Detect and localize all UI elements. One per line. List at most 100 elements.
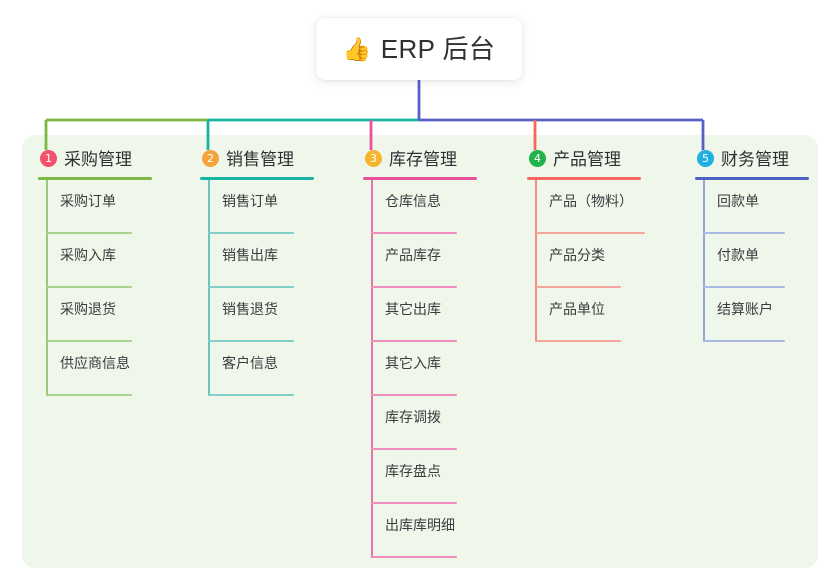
leaf-item-label: 库存盘点 bbox=[385, 463, 441, 479]
leaf-item[interactable]: 客户信息 bbox=[200, 342, 350, 396]
column-title: 采购管理 bbox=[64, 149, 132, 169]
leaf-item[interactable]: 其它入库 bbox=[363, 342, 513, 396]
leaf-item-rule bbox=[535, 340, 621, 342]
leaf-item-label: 产品（物料） bbox=[549, 193, 633, 209]
column-stem bbox=[46, 180, 48, 396]
leaf-item-rule bbox=[371, 448, 457, 450]
leaf-item-label: 付款单 bbox=[717, 247, 759, 263]
leaf-item-rule bbox=[371, 394, 457, 396]
leaf-item-label: 库存调拨 bbox=[385, 409, 441, 425]
leaf-item-label: 仓库信息 bbox=[385, 193, 441, 209]
leaf-item[interactable]: 其它出库 bbox=[363, 288, 513, 342]
leaf-item-rule bbox=[371, 556, 457, 558]
column-4: 4 产品管理产品（物料） 产品分类产品单位 bbox=[527, 146, 645, 342]
leaf-item[interactable]: 库存盘点 bbox=[363, 450, 513, 504]
column-header-4[interactable]: 4 产品管理 bbox=[527, 146, 641, 170]
leaf-item[interactable]: 产品库存 bbox=[363, 234, 513, 288]
column-3: 3 库存管理仓库信息产品库存其它出库其它入库库存调拨库存盘点出库库明细 bbox=[363, 146, 477, 558]
leaf-item[interactable]: 销售出库 bbox=[200, 234, 350, 288]
column-stem bbox=[371, 180, 373, 558]
thumbs-up-icon: 👍 bbox=[342, 35, 372, 62]
leaf-item[interactable]: 仓库信息 bbox=[363, 180, 513, 234]
leaf-item[interactable]: 采购入库 bbox=[38, 234, 188, 288]
content-panel bbox=[22, 135, 818, 568]
leaf-item-label: 采购退货 bbox=[60, 301, 116, 317]
leaf-item-rule bbox=[371, 502, 457, 504]
leaf-item[interactable]: 销售退货 bbox=[200, 288, 350, 342]
leaf-item-label: 产品分类 bbox=[549, 247, 605, 263]
leaf-item-rule bbox=[46, 232, 132, 234]
leaf-item[interactable]: 供应商信息 bbox=[38, 342, 188, 396]
column-title: 产品管理 bbox=[553, 149, 621, 169]
leaf-item-label: 销售出库 bbox=[222, 247, 278, 263]
leaf-item-label: 出库库明细 bbox=[385, 517, 455, 533]
column-items: 采购订单采购入库采购退货供应商信息 bbox=[38, 180, 152, 396]
column-items: 仓库信息产品库存其它出库其它入库库存调拨库存盘点出库库明细 bbox=[363, 180, 477, 558]
column-header-1[interactable]: 1 采购管理 bbox=[38, 146, 152, 170]
leaf-item-label: 供应商信息 bbox=[60, 355, 130, 371]
leaf-item-label: 销售订单 bbox=[222, 193, 278, 209]
leaf-item[interactable]: 采购订单 bbox=[38, 180, 188, 234]
leaf-item-label: 产品单位 bbox=[549, 301, 605, 317]
leaf-item-rule bbox=[535, 232, 645, 234]
leaf-item-rule bbox=[208, 232, 294, 234]
column-stem bbox=[535, 180, 537, 342]
column-number-badge: 2 bbox=[202, 149, 219, 167]
leaf-item-label: 采购订单 bbox=[60, 193, 116, 209]
leaf-item-rule bbox=[208, 394, 294, 396]
column-1: 1 采购管理采购订单采购入库采购退货供应商信息 bbox=[38, 146, 152, 396]
leaf-item[interactable]: 销售订单 bbox=[200, 180, 350, 234]
leaf-item-label: 其它出库 bbox=[385, 301, 441, 317]
leaf-item-label: 销售退货 bbox=[222, 301, 278, 317]
column-title: 销售管理 bbox=[226, 149, 294, 169]
leaf-item[interactable]: 付款单 bbox=[695, 234, 839, 288]
leaf-item[interactable]: 产品分类 bbox=[527, 234, 677, 288]
column-header-rule bbox=[363, 177, 477, 180]
root-node[interactable]: 👍 ERP 后台 bbox=[316, 18, 522, 80]
leaf-item-label: 客户信息 bbox=[222, 355, 278, 371]
leaf-item-rule bbox=[46, 286, 132, 288]
column-header-rule bbox=[38, 177, 152, 180]
column-items: 产品（物料） 产品分类产品单位 bbox=[527, 180, 645, 342]
leaf-item-label: 回款单 bbox=[717, 193, 759, 209]
column-2: 2 销售管理销售订单销售出库销售退货客户信息 bbox=[200, 146, 314, 396]
leaf-item-rule bbox=[208, 340, 294, 342]
column-number-badge: 1 bbox=[40, 149, 57, 167]
column-number-badge: 4 bbox=[529, 149, 546, 167]
column-header-3[interactable]: 3 库存管理 bbox=[363, 146, 477, 170]
leaf-item[interactable]: 回款单 bbox=[695, 180, 839, 234]
column-header-rule bbox=[695, 177, 809, 180]
leaf-item-label: 结算账户 bbox=[717, 301, 773, 317]
column-items: 回款单付款单结算账户 bbox=[695, 180, 809, 342]
column-items: 销售订单销售出库销售退货客户信息 bbox=[200, 180, 314, 396]
leaf-item-label: 采购入库 bbox=[60, 247, 116, 263]
leaf-item-rule bbox=[703, 286, 785, 288]
leaf-item-label: 其它入库 bbox=[385, 355, 441, 371]
leaf-item-rule bbox=[46, 340, 132, 342]
root-title: 👍 ERP 后台 bbox=[343, 36, 496, 62]
leaf-item[interactable]: 结算账户 bbox=[695, 288, 839, 342]
leaf-item-rule bbox=[208, 286, 294, 288]
leaf-item-rule bbox=[703, 340, 785, 342]
leaf-item-label: 产品库存 bbox=[385, 247, 441, 263]
leaf-item[interactable]: 产品（物料） bbox=[527, 180, 677, 234]
leaf-item-rule bbox=[46, 394, 132, 396]
leaf-item-rule bbox=[535, 286, 621, 288]
leaf-item-rule bbox=[703, 232, 785, 234]
leaf-item[interactable]: 出库库明细 bbox=[363, 504, 513, 558]
column-stem bbox=[703, 180, 705, 342]
leaf-item[interactable]: 采购退货 bbox=[38, 288, 188, 342]
column-number-badge: 5 bbox=[697, 149, 714, 167]
leaf-item[interactable]: 产品单位 bbox=[527, 288, 677, 342]
column-header-rule bbox=[200, 177, 314, 180]
leaf-item[interactable]: 库存调拨 bbox=[363, 396, 513, 450]
column-title: 库存管理 bbox=[389, 149, 457, 169]
column-header-rule bbox=[527, 177, 641, 180]
leaf-item-rule bbox=[371, 286, 457, 288]
column-header-2[interactable]: 2 销售管理 bbox=[200, 146, 314, 170]
column-number-badge: 3 bbox=[365, 149, 382, 167]
